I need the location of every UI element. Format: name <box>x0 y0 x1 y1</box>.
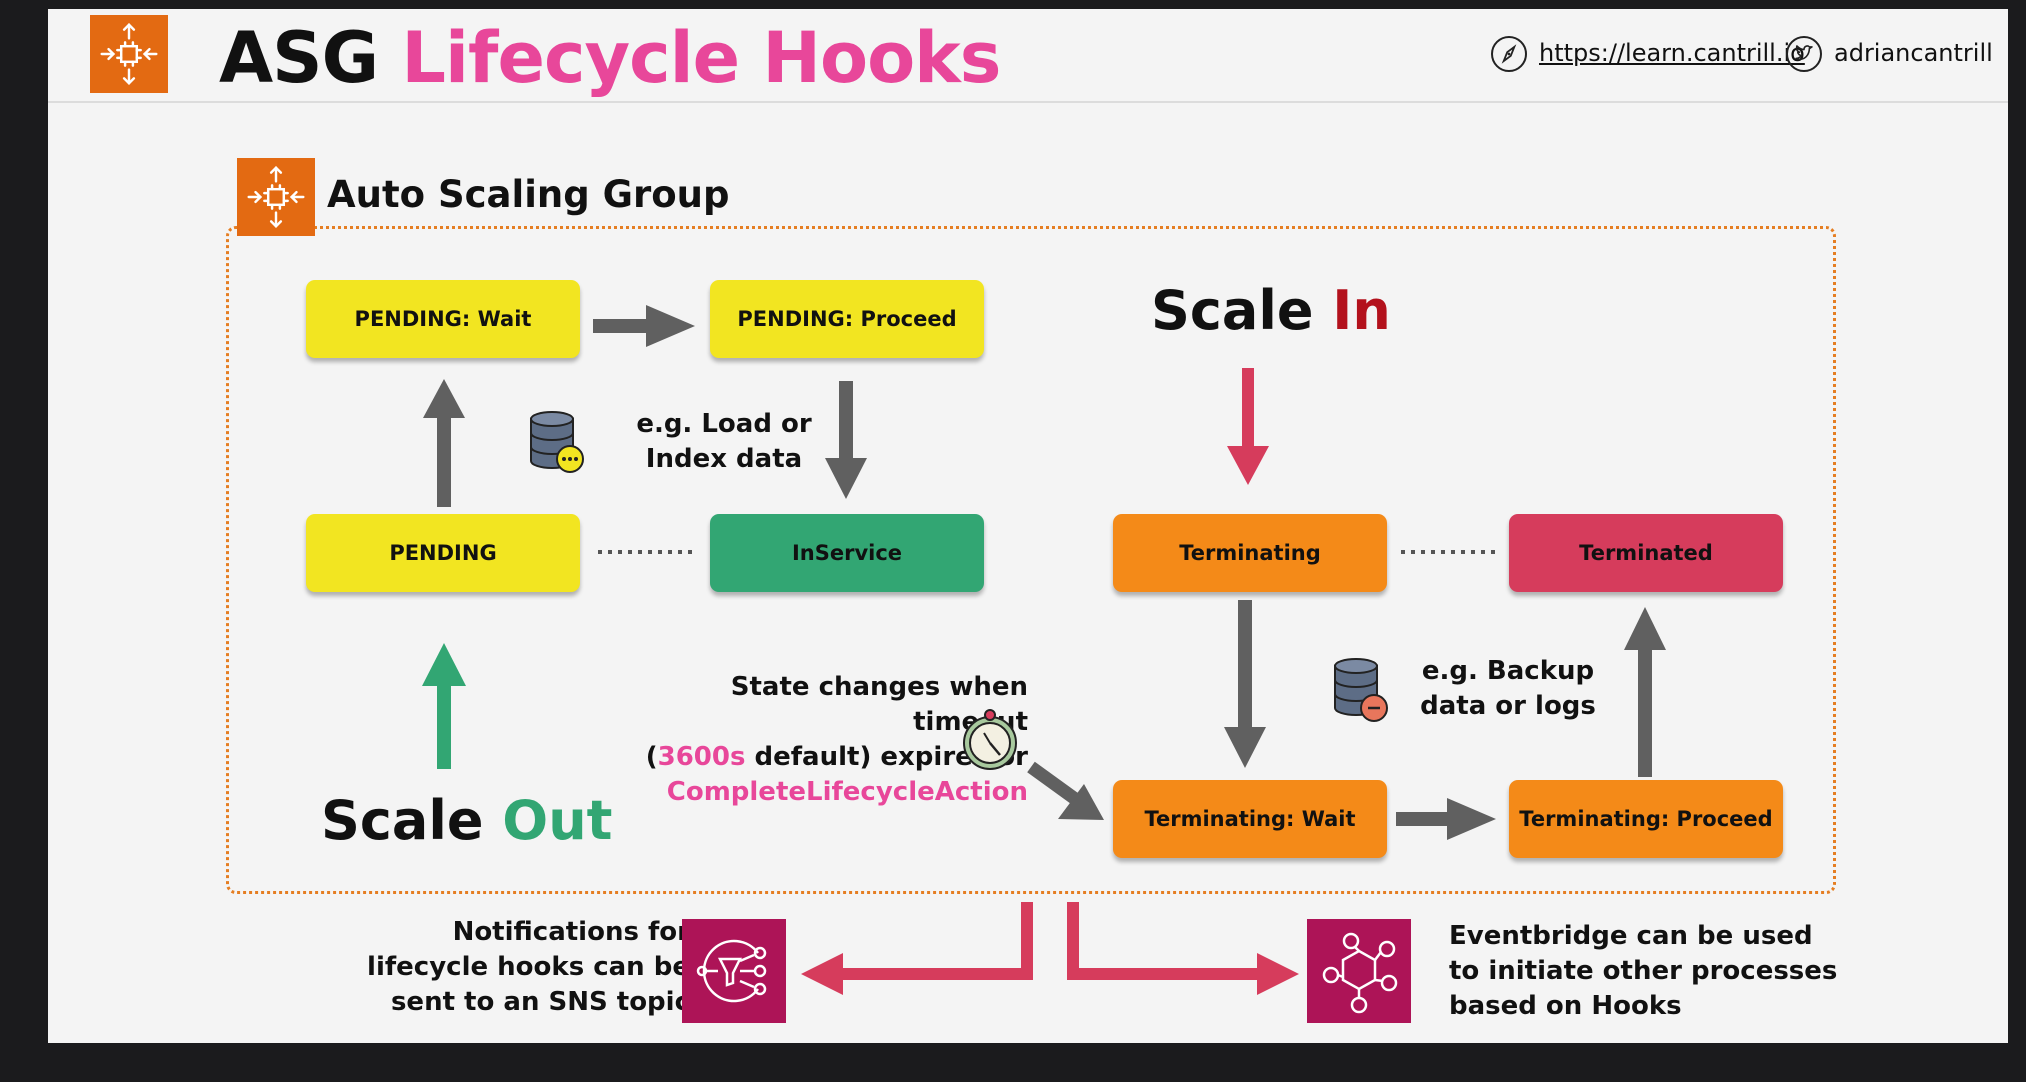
load-note-line2: Index data <box>645 444 803 474</box>
scale-in-label: Scale In <box>1151 279 1391 342</box>
state-inservice: InService <box>710 514 984 592</box>
slide: ASG Lifecycle Hooks https://learn.cantri… <box>48 9 2008 1043</box>
eventbridge-icon <box>1307 919 1411 1023</box>
asg-title: Auto Scaling Group <box>327 173 730 216</box>
header-divider <box>48 101 2008 103</box>
stopwatch-icon <box>960 709 1020 771</box>
backup-note-line2: data or logs <box>1420 691 1596 721</box>
asg-group-icon <box>237 158 315 236</box>
sns-note-line1: Notifications for <box>452 917 690 947</box>
database-backup-icon <box>1332 656 1390 722</box>
sns-note: Notifications for lifecycle hooks can be… <box>310 915 690 1020</box>
arrow-scale-out <box>422 643 466 769</box>
eventbridge-note: Eventbridge can be used to initiate othe… <box>1449 919 1849 1024</box>
state-terminating-wait: Terminating: Wait <box>1113 780 1387 858</box>
arrow-scale-in <box>1227 368 1269 485</box>
compass-icon <box>1491 36 1527 72</box>
scale-out-label: Scale Out <box>321 789 612 852</box>
load-note-line1: e.g. Load or <box>636 409 812 439</box>
arrow-wait-to-terminating-proceed <box>1396 798 1496 840</box>
timeout-paren: ( <box>645 742 658 772</box>
eventbridge-note-line2: to initiate other processes <box>1449 956 1838 986</box>
arrow-wait-to-proceed <box>593 305 695 347</box>
sns-icon <box>682 919 786 1023</box>
course-link[interactable]: https://learn.cantrill.io <box>1539 39 1805 67</box>
state-pending: PENDING <box>306 514 580 592</box>
auto-scaling-icon <box>90 15 168 93</box>
state-pending-proceed: PENDING: Proceed <box>710 280 984 358</box>
timeout-value: 3600s <box>657 742 746 772</box>
twitter-handle[interactable]: adriancantrill <box>1834 39 1993 67</box>
arrow-proceed-to-terminated <box>1624 607 1666 777</box>
sns-note-line3: sent to an SNS topic <box>390 987 690 1017</box>
title-accent: Lifecycle Hooks <box>401 17 1001 99</box>
scale-out-word: Scale <box>321 789 484 852</box>
arrow-terminating-to-wait <box>1224 600 1266 768</box>
backup-note: e.g. Backup data or logs <box>1403 654 1613 724</box>
page-title: ASG Lifecycle Hooks <box>219 17 1001 99</box>
asg-boundary <box>226 226 1836 894</box>
state-terminated: Terminated <box>1509 514 1783 592</box>
arrow-to-sns <box>801 902 1033 995</box>
eventbridge-note-line3: based on Hooks <box>1449 991 1682 1021</box>
sns-note-line2: lifecycle hooks can be <box>367 952 690 982</box>
arrow-timeout-to-wait <box>1027 761 1104 820</box>
arrow-proceed-to-inservice <box>825 381 867 499</box>
title-main: ASG <box>219 17 379 99</box>
scale-in-word: Scale <box>1151 279 1314 342</box>
arrow-to-eventbridge <box>1067 902 1299 995</box>
state-pending-wait: PENDING: Wait <box>306 280 580 358</box>
eventbridge-note-line1: Eventbridge can be used <box>1449 921 1813 951</box>
diagram-connectors <box>422 305 1666 995</box>
arrow-pending-to-wait <box>423 379 465 507</box>
load-note: e.g. Load or Index data <box>604 407 844 477</box>
state-terminating: Terminating <box>1113 514 1387 592</box>
state-terminating-proceed: Terminating: Proceed <box>1509 780 1783 858</box>
backup-note-line1: e.g. Backup <box>1421 656 1595 686</box>
database-icon <box>528 409 586 475</box>
twitter-icon <box>1786 36 1822 72</box>
scale-out-accent: Out <box>502 789 613 852</box>
complete-lifecycle-action: CompleteLifecycleAction <box>666 777 1028 807</box>
scale-in-accent: In <box>1332 279 1391 342</box>
